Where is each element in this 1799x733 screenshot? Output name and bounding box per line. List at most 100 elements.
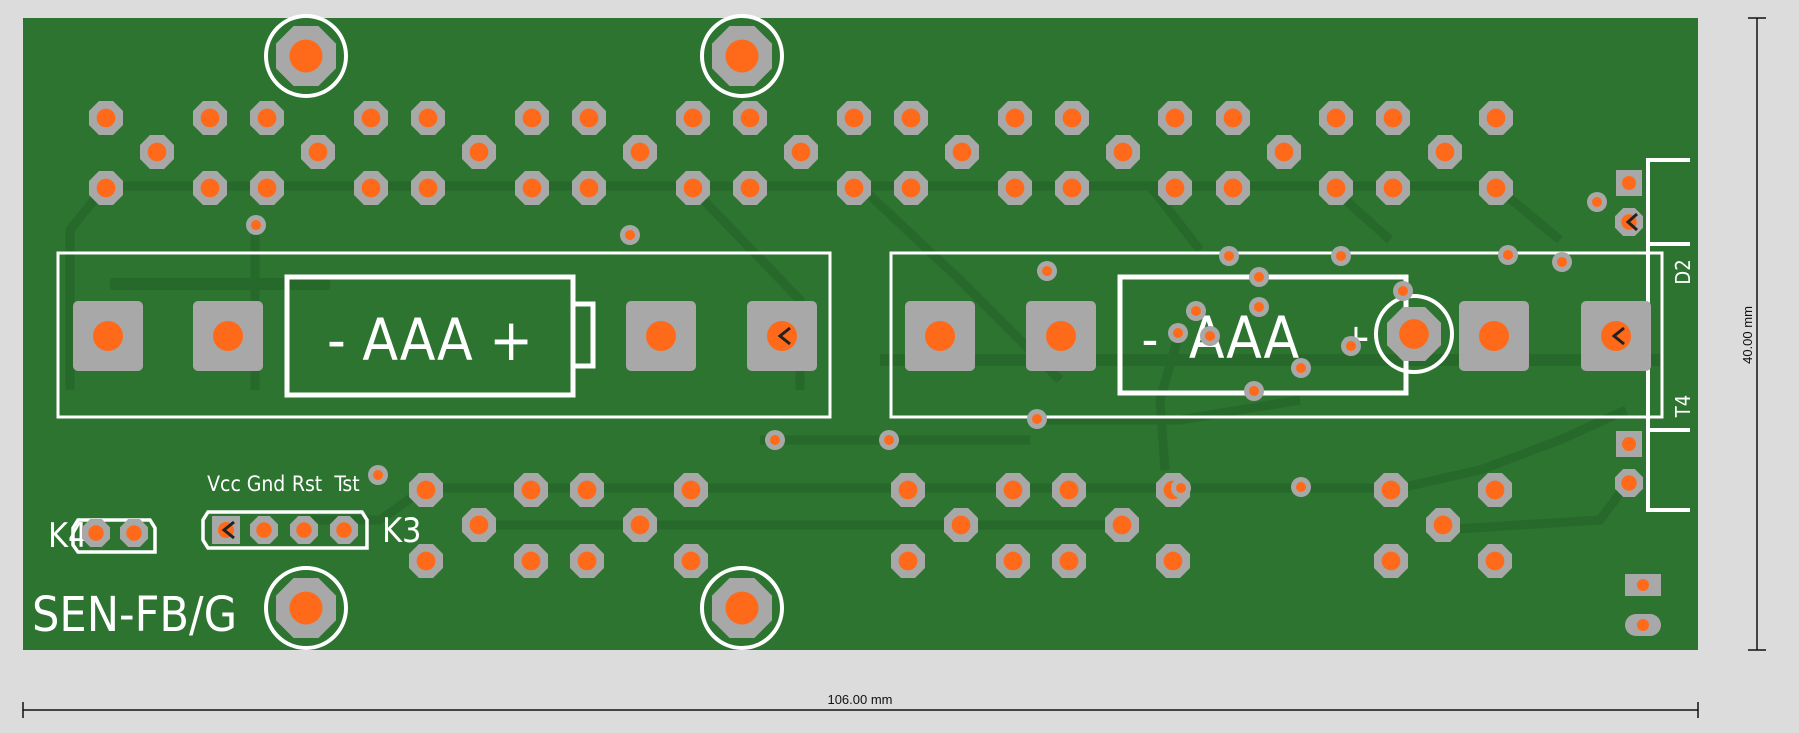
drill-hole	[951, 515, 971, 535]
drill-hole	[1485, 551, 1505, 571]
drill-hole	[418, 108, 438, 128]
drill-hole	[1485, 480, 1505, 500]
header-pin-label-tst: Tst	[333, 472, 359, 496]
via-drill	[1254, 302, 1264, 312]
via-drill	[1176, 483, 1186, 493]
drill-hole	[630, 142, 650, 162]
via-drill	[1592, 197, 1602, 207]
drill-hole	[1274, 142, 1294, 162]
drill-hole	[681, 551, 701, 571]
dimension-lines	[22, 17, 1766, 718]
drill-hole	[898, 480, 918, 500]
battery-holder-right-outline	[889, 251, 1664, 419]
pin1-marker	[1611, 326, 1625, 346]
drill-hole	[1383, 178, 1403, 198]
via-drill	[1191, 306, 1201, 316]
drill-hole	[96, 178, 116, 198]
drill-hole	[1003, 480, 1023, 500]
drill-hole	[1163, 551, 1183, 571]
drill-hole	[257, 178, 277, 198]
drill-hole	[200, 108, 220, 128]
drill-hole	[630, 515, 650, 535]
drill-hole	[1399, 319, 1429, 349]
drill-hole	[740, 108, 760, 128]
via-drill	[1346, 341, 1356, 351]
drill-hole	[469, 515, 489, 535]
k3-outline	[201, 510, 369, 550]
drill-hole	[646, 321, 676, 351]
drill-hole	[1223, 108, 1243, 128]
drill-hole	[579, 178, 599, 198]
drill-hole	[213, 321, 243, 351]
header-pin-label-rst: Rst	[292, 472, 322, 496]
d2-label: D2	[1671, 259, 1695, 284]
drill-hole	[1005, 178, 1025, 198]
drill-hole	[1381, 551, 1401, 571]
pin1-marker	[221, 520, 235, 540]
drill-hole	[257, 108, 277, 128]
drill-hole	[577, 480, 597, 500]
drill-hole	[1046, 321, 1076, 351]
drill-hole	[416, 480, 436, 500]
header-pin-label-gnd: Gnd	[247, 472, 286, 496]
via-drill	[770, 435, 780, 445]
drill-hole	[577, 551, 597, 571]
via-drill	[1398, 286, 1408, 296]
via-drill	[251, 220, 261, 230]
via-drill	[1249, 386, 1259, 396]
drill-hole	[289, 39, 323, 73]
battery-left-label: - AAA +	[327, 306, 533, 374]
via-drill	[1173, 328, 1183, 338]
drill-hole	[1486, 178, 1506, 198]
via-drill	[1032, 414, 1042, 424]
drill-hole	[1062, 108, 1082, 128]
width-dimension-label: 106.00 mm	[827, 692, 892, 707]
via-drill	[1336, 251, 1346, 261]
drill-hole	[925, 321, 955, 351]
drill-hole	[96, 108, 116, 128]
via-drill	[1296, 482, 1306, 492]
t4-bracket	[1646, 428, 1690, 512]
d2-bracket	[1646, 158, 1690, 246]
drill-hole	[1383, 108, 1403, 128]
drill-hole	[898, 551, 918, 571]
mounting-hole-ring	[264, 14, 348, 98]
drill-hole	[308, 142, 328, 162]
height-dimension-label: 40.00 mm	[1740, 306, 1755, 364]
via-drill	[1557, 257, 1567, 267]
drill-hole	[88, 525, 104, 541]
drill-hole	[952, 142, 972, 162]
drill-hole	[1621, 475, 1637, 491]
positive-terminal-ring	[1374, 294, 1454, 374]
drill-hole	[1165, 178, 1185, 198]
drill-hole	[725, 39, 759, 73]
drill-hole	[418, 178, 438, 198]
drill-hole	[469, 142, 489, 162]
drill-hole	[1003, 551, 1023, 571]
battery-left-terminal	[570, 301, 596, 369]
mounting-hole-ring	[700, 566, 784, 650]
k4-label: K4	[48, 516, 88, 556]
drill-hole	[1326, 108, 1346, 128]
via-drill	[1042, 266, 1052, 276]
drill-hole	[1005, 108, 1025, 128]
drill-hole	[126, 525, 142, 541]
drill-hole	[200, 178, 220, 198]
drill-hole	[521, 551, 541, 571]
drill-hole	[844, 178, 864, 198]
drill-hole	[1326, 178, 1346, 198]
via-drill	[1205, 331, 1215, 341]
drill-hole	[1112, 515, 1132, 535]
drill-hole	[683, 108, 703, 128]
drill-hole	[725, 591, 759, 625]
drill-hole	[901, 178, 921, 198]
via-drill	[1254, 272, 1264, 282]
drill-hole	[522, 178, 542, 198]
drill-hole	[1113, 142, 1133, 162]
drill-hole	[416, 551, 436, 571]
drill-hole	[289, 591, 323, 625]
drill-hole	[93, 321, 123, 351]
drill-hole	[1433, 515, 1453, 535]
